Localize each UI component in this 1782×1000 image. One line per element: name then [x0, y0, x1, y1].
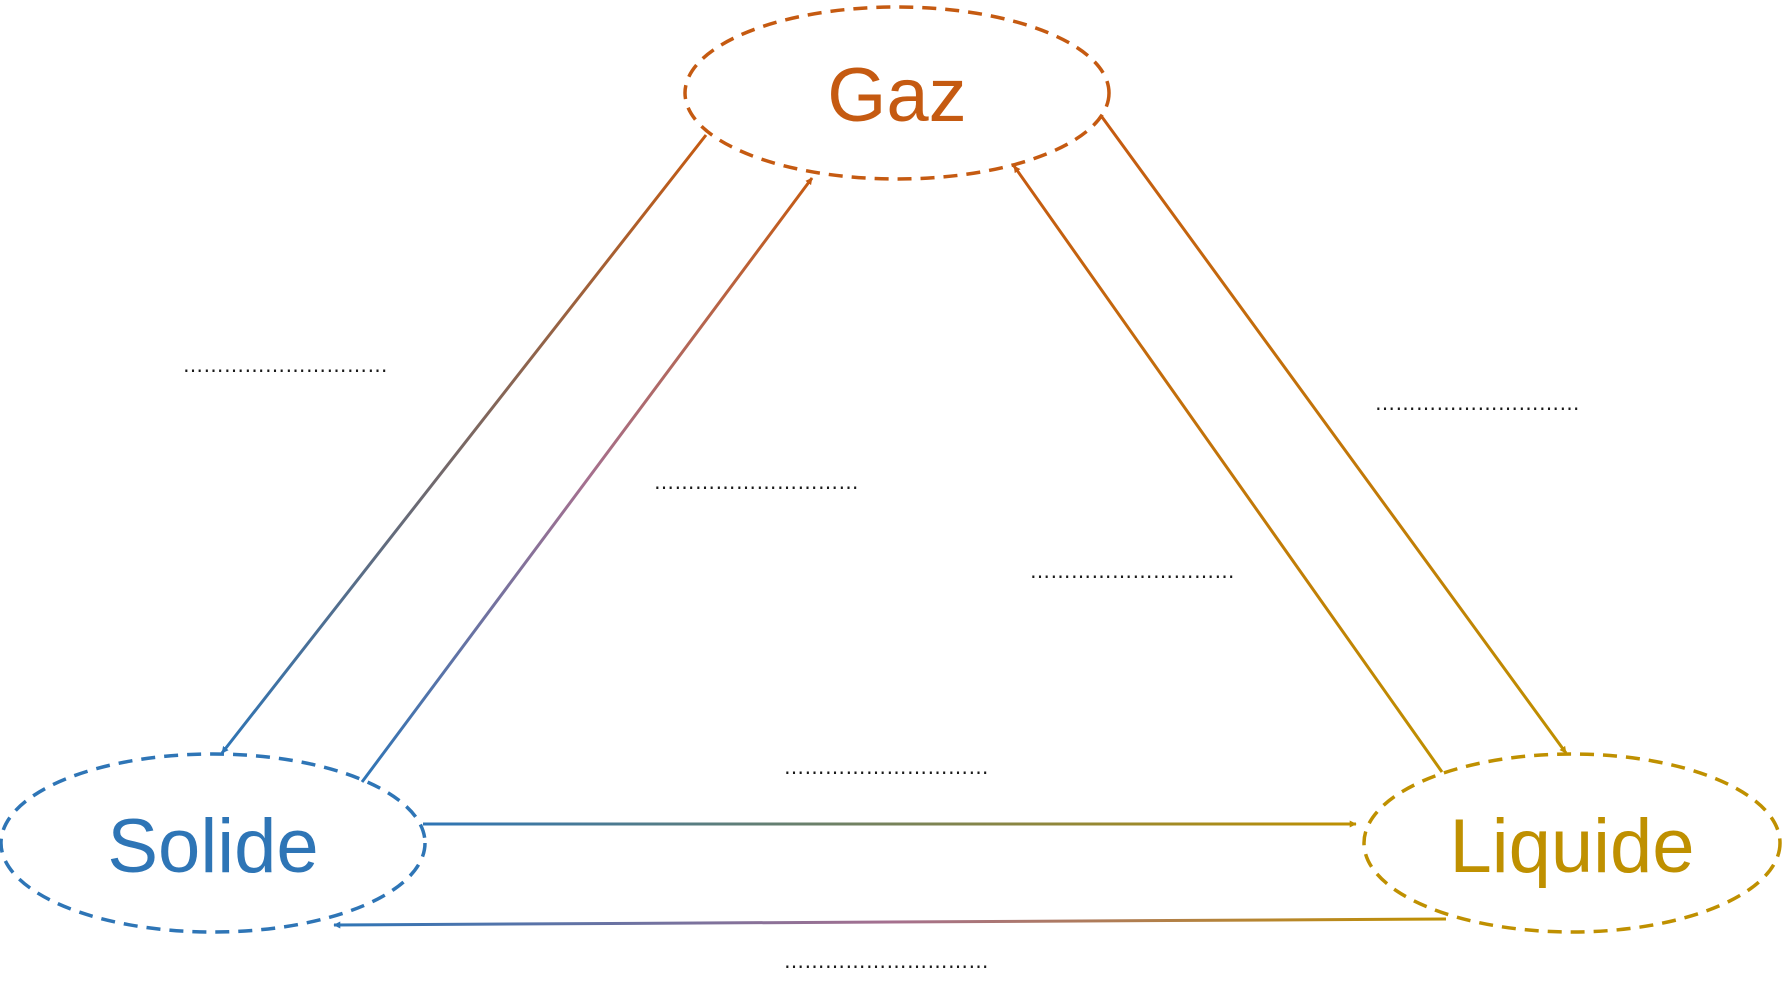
gas-ellipse	[683, 5, 1111, 181]
arrow-gas-to-solid	[220, 134, 708, 754]
blank-solid-to-gas: …………………………	[654, 470, 859, 494]
solid-ellipse	[0, 752, 427, 934]
blank-solid-to-liquid: …………………………	[784, 755, 989, 779]
blank-gas-to-liquid: …………………………	[1375, 391, 1580, 415]
liquid-node: Liquide	[1362, 752, 1782, 934]
arrow-gas-to-liquid	[1100, 116, 1568, 754]
gas-label: Gaz	[827, 53, 966, 138]
blank-liquid-to-gas: …………………………	[1030, 559, 1235, 583]
solid-label: Solide	[107, 804, 318, 889]
gas-node: Gaz	[683, 5, 1111, 181]
blank-gas-to-solid: …………………………	[183, 353, 388, 377]
liquid-ellipse	[1362, 752, 1782, 934]
blank-liquid-to-solid: …………………………	[784, 949, 989, 973]
solid-node: Solide	[0, 752, 427, 934]
liquid-label: Liquide	[1449, 804, 1694, 889]
arrow-solid-to-gas	[360, 177, 814, 783]
arrow-liquid-to-solid	[333, 917, 1447, 929]
arrow-liquid-to-gas	[1012, 165, 1444, 773]
